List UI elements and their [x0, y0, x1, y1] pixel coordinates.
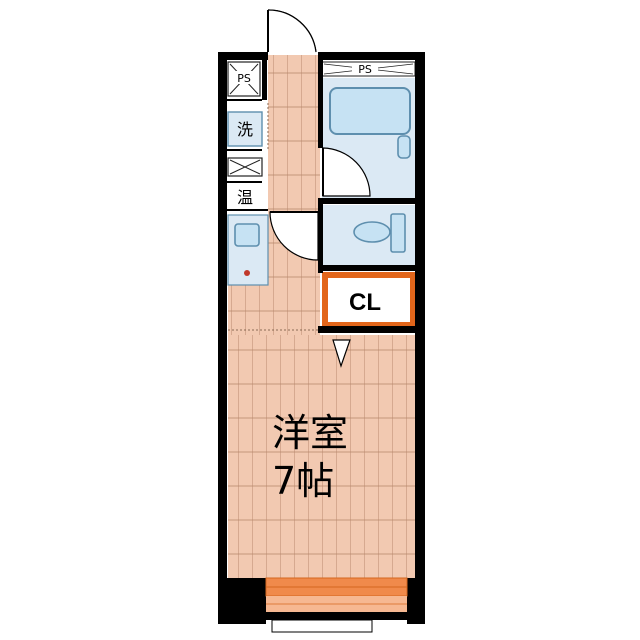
toilet-tank — [390, 213, 406, 253]
ps-top-label: PS — [358, 63, 372, 76]
stove-burner — [244, 270, 250, 276]
closet-label: CL — [349, 289, 381, 316]
kitchen-sink — [234, 223, 260, 247]
room-type-label: 洋室 — [272, 411, 348, 455]
main-room-floor — [228, 335, 415, 580]
opening-marker — [332, 339, 351, 368]
bathroom-door — [322, 147, 371, 197]
water-heater-label: 温 — [237, 188, 253, 207]
washer-space — [227, 111, 263, 147]
entry-floor — [228, 285, 268, 335]
balcony — [265, 577, 408, 633]
room-size-label: 7帖 — [272, 459, 334, 503]
entrance-door — [267, 9, 317, 53]
walls — [218, 52, 425, 624]
bathtub — [329, 87, 411, 135]
toilet-door — [269, 211, 319, 261]
bathtub-faucet — [397, 135, 411, 159]
washer-label: 洗 — [237, 120, 253, 139]
toilet-bowl — [353, 221, 391, 243]
corridor-floor — [268, 55, 320, 335]
closet-box — [322, 272, 416, 328]
ps-left-label: PS — [237, 72, 251, 85]
